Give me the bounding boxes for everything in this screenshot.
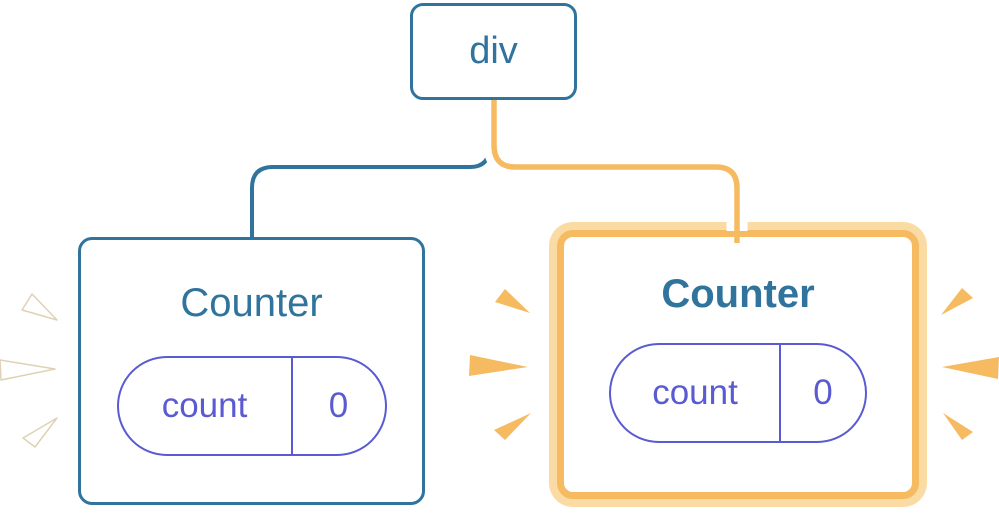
state-value-left: 0 [328,386,349,425]
spark-icon [469,355,528,376]
counter-card-right-highlight-ring: Counter count 0 [549,222,927,507]
state-key-left: count [119,358,293,454]
edge-root-to-left-counter [250,100,492,238]
spark-icon [21,293,58,321]
spark-burst-left-white [0,293,58,448]
spark-icon [942,357,999,379]
counter-title-right: Counter [661,272,815,316]
spark-burst-middle-orange [469,289,531,440]
root-node-label: div [469,30,518,72]
spark-icon [943,413,973,440]
state-pill-left: count 0 [116,356,387,456]
counter-card-left: Counter count 0 [78,237,425,505]
spark-icon [941,288,973,315]
state-pill-right: count 0 [609,343,867,443]
counter-title-left: Counter [180,281,323,325]
counter-card-right: Counter count 0 [557,230,919,499]
state-value-right: 0 [813,373,833,412]
spark-icon [494,413,531,440]
spark-burst-right-orange [941,288,999,440]
state-key-right: count [611,345,781,441]
edge-highlight-white-casing [483,100,748,231]
spark-icon [22,417,58,448]
spark-icon [0,359,56,381]
root-node-div: div [410,3,577,100]
spark-icon [495,289,530,313]
